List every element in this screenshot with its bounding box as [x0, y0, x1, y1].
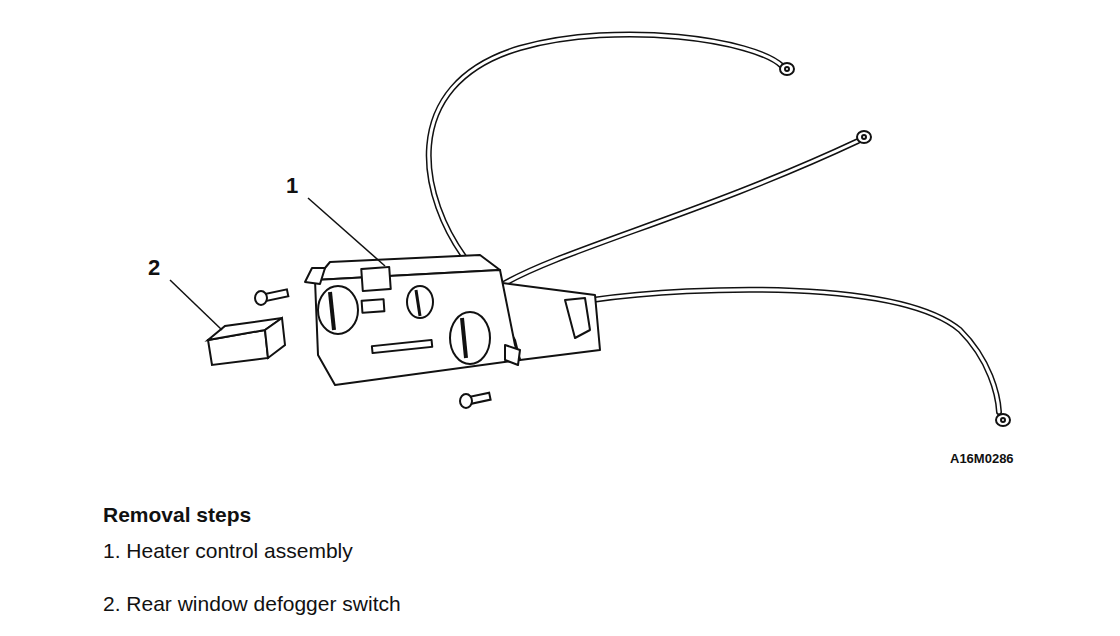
control-cable — [429, 34, 782, 262]
callout-number: 2 — [148, 256, 160, 280]
cable-eyelet-hole — [862, 135, 866, 139]
mounting-screws — [255, 289, 491, 408]
cable-clamp — [565, 298, 590, 338]
rear-window-defogger-switch — [208, 318, 285, 365]
callout-number: 1 — [286, 174, 298, 198]
fan-knob — [318, 286, 358, 334]
leader-line — [308, 198, 385, 266]
leader-lines — [170, 198, 385, 330]
cable-ends — [780, 63, 1010, 426]
removal-step: 2. Rear window defogger switch — [103, 592, 401, 615]
control-cable — [500, 141, 858, 286]
cable-eyelet — [996, 414, 1010, 426]
cable-eyelet — [857, 131, 871, 143]
mounting-tab — [305, 268, 325, 284]
mounting-tab — [505, 345, 520, 365]
switch-side — [265, 318, 285, 358]
figure-code: A16M0286 — [950, 452, 1014, 466]
control-cable — [592, 290, 999, 412]
control-cable — [592, 290, 999, 412]
mode-knob — [407, 286, 433, 318]
air-lever-slot — [372, 340, 432, 353]
control-cables — [429, 34, 999, 412]
removal-step: 1. Heater control assembly — [103, 539, 353, 562]
defogger-switch-slot — [361, 267, 390, 291]
leader-line — [170, 280, 222, 330]
control-cable — [429, 34, 782, 262]
control-cable — [500, 141, 858, 286]
screw-head — [460, 394, 472, 408]
screw-head — [255, 291, 267, 305]
cable-eyelet-hole — [785, 67, 789, 71]
steps-heading: Removal steps — [103, 503, 251, 526]
temperature-knob — [450, 312, 490, 364]
knob-pointer — [330, 292, 334, 330]
knob-pointer — [416, 290, 420, 316]
cable-eyelet-hole — [1001, 418, 1005, 422]
cable-eyelet — [780, 63, 794, 75]
heater-control-assembly — [305, 255, 600, 385]
control-front-panel — [315, 270, 520, 385]
ac-button — [362, 299, 385, 313]
knob-pointer — [462, 318, 466, 358]
